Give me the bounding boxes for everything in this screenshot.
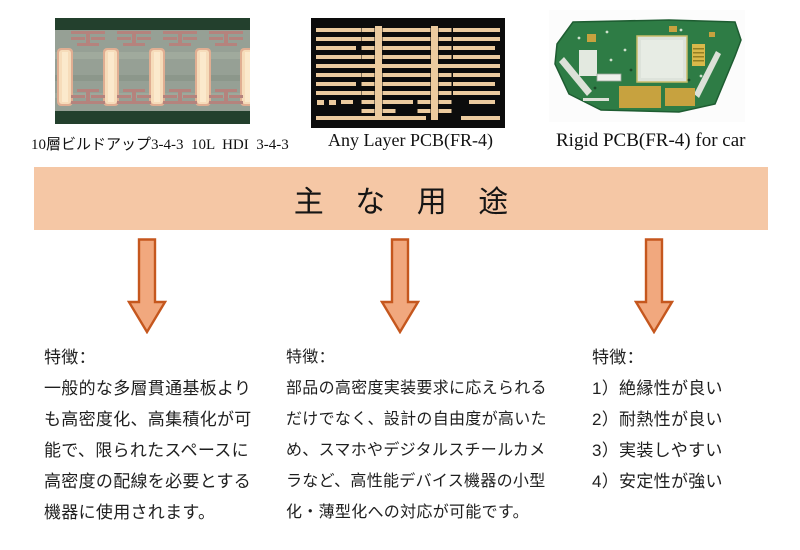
- feature-text: 1）絶縁性が良い 2）耐熱性が良い 3）実装しやすい 4）安定性が強い: [592, 373, 797, 497]
- feature-line: 機器に使用されます。: [44, 503, 216, 522]
- hdi-buildup-image: [55, 18, 250, 124]
- feature-label: 特徴：: [592, 348, 644, 367]
- feature-line: 4）安定性が強い: [592, 472, 723, 491]
- caption-rigid-pcb: Rigid PCB(FR-4) for car: [556, 130, 746, 151]
- feature-line: も高密度化、高集積化が可: [44, 410, 252, 429]
- caption-any-layer: Any Layer PCB(FR-4): [328, 130, 493, 150]
- feature-line: ラなど、高性能デバイス機器の小型: [286, 473, 546, 490]
- down-arrow-icon: [634, 238, 674, 334]
- rigid-pcb-photo: [549, 10, 745, 122]
- feature-line: 高密度の配線を必要とする: [44, 472, 252, 491]
- feature-line: め、スマホやデジタルスチールカメ: [286, 442, 546, 459]
- any-layer-image: [311, 18, 505, 128]
- feature-line: だけでなく、設計の自由度が高いた: [286, 411, 547, 428]
- rigid-pcb-image: [549, 10, 745, 122]
- caption-hdi-buildup: 10層ビルドアップ3-4-3 10L HDI 3-4-3: [31, 137, 289, 153]
- down-arrow-icon: [380, 238, 420, 334]
- feature-line: 化・薄型化への対応が可能です。: [286, 504, 529, 521]
- any-layer-photo: [311, 18, 505, 128]
- feature-block-any-layer: 特徴： 部品の高密度実装要求に応えられるだけでなく、設計の自由度が高いため、スマ…: [286, 342, 562, 528]
- feature-line: 2）耐熱性が良い: [592, 410, 723, 429]
- main-uses-banner: 主な用途: [34, 167, 768, 230]
- feature-line: 能で、限られたスペースに: [44, 441, 249, 460]
- hdi-buildup-photo: [55, 18, 250, 124]
- feature-text: 一般的な多層貫通基板よりも高密度化、高集積化が可能で、限られたスペースに高密度の…: [44, 373, 284, 528]
- down-arrow-icon: [127, 238, 167, 334]
- feature-line: 部品の高密度実装要求に応えられる: [286, 380, 547, 397]
- feature-line: 一般的な多層貫通基板より: [44, 379, 252, 398]
- feature-label: 特徴：: [44, 348, 96, 367]
- feature-text: 部品の高密度実装要求に応えられるだけでなく、設計の自由度が高いため、スマホやデジ…: [286, 373, 562, 528]
- feature-line: 3）実装しやすい: [592, 441, 723, 460]
- feature-label: 特徴：: [286, 349, 335, 366]
- feature-line: 1）絶縁性が良い: [592, 379, 723, 398]
- feature-block-rigid: 特徴： 1）絶縁性が良い 2）耐熱性が良い 3）実装しやすい 4）安定性が強い: [592, 342, 797, 497]
- banner-title: 主な用途: [293, 185, 540, 219]
- feature-block-hdi: 特徴： 一般的な多層貫通基板よりも高密度化、高集積化が可能で、限られたスペースに…: [44, 342, 284, 528]
